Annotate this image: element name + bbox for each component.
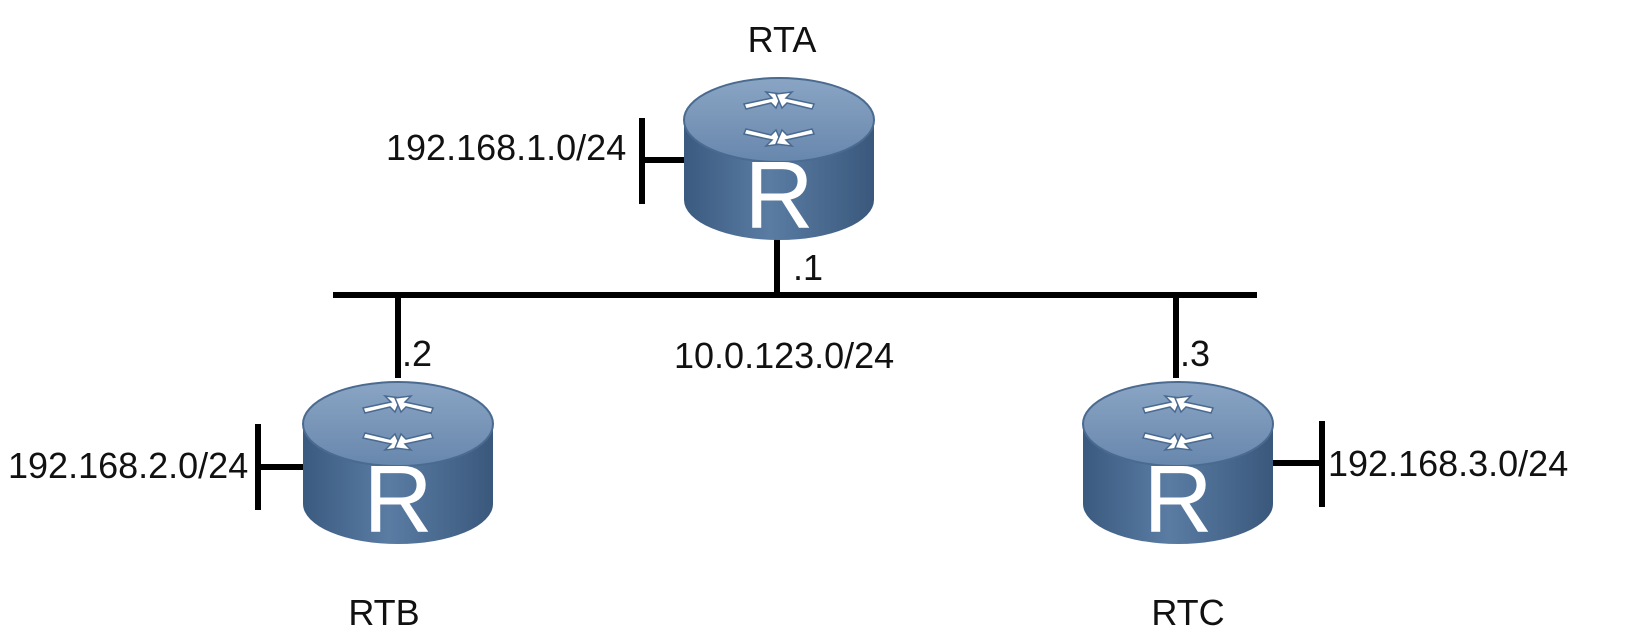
interface-label-rtb: .2 <box>402 333 432 374</box>
network-label-lan-c: 192.168.3.0/24 <box>1328 443 1568 484</box>
network-label-lan-b: 192.168.2.0/24 <box>8 445 248 486</box>
interface-label-rta: .1 <box>793 247 823 288</box>
router-rtb: R <box>302 381 494 553</box>
interface-label-rtc: .3 <box>1180 333 1210 374</box>
router-symbol-label: R <box>744 142 813 249</box>
router-name-rtb: RTB <box>348 592 419 633</box>
router-rtc: R <box>1082 381 1274 553</box>
router-name-rta: RTA <box>748 19 817 60</box>
router-symbol-label: R <box>363 446 432 553</box>
network-label-backbone: 10.0.123.0/24 <box>674 335 894 376</box>
router-symbol-label: R <box>1143 446 1212 553</box>
network-label-lan-a: 192.168.1.0/24 <box>386 127 626 168</box>
router-name-rtc: RTC <box>1151 592 1224 633</box>
router-rta: R <box>683 77 875 249</box>
